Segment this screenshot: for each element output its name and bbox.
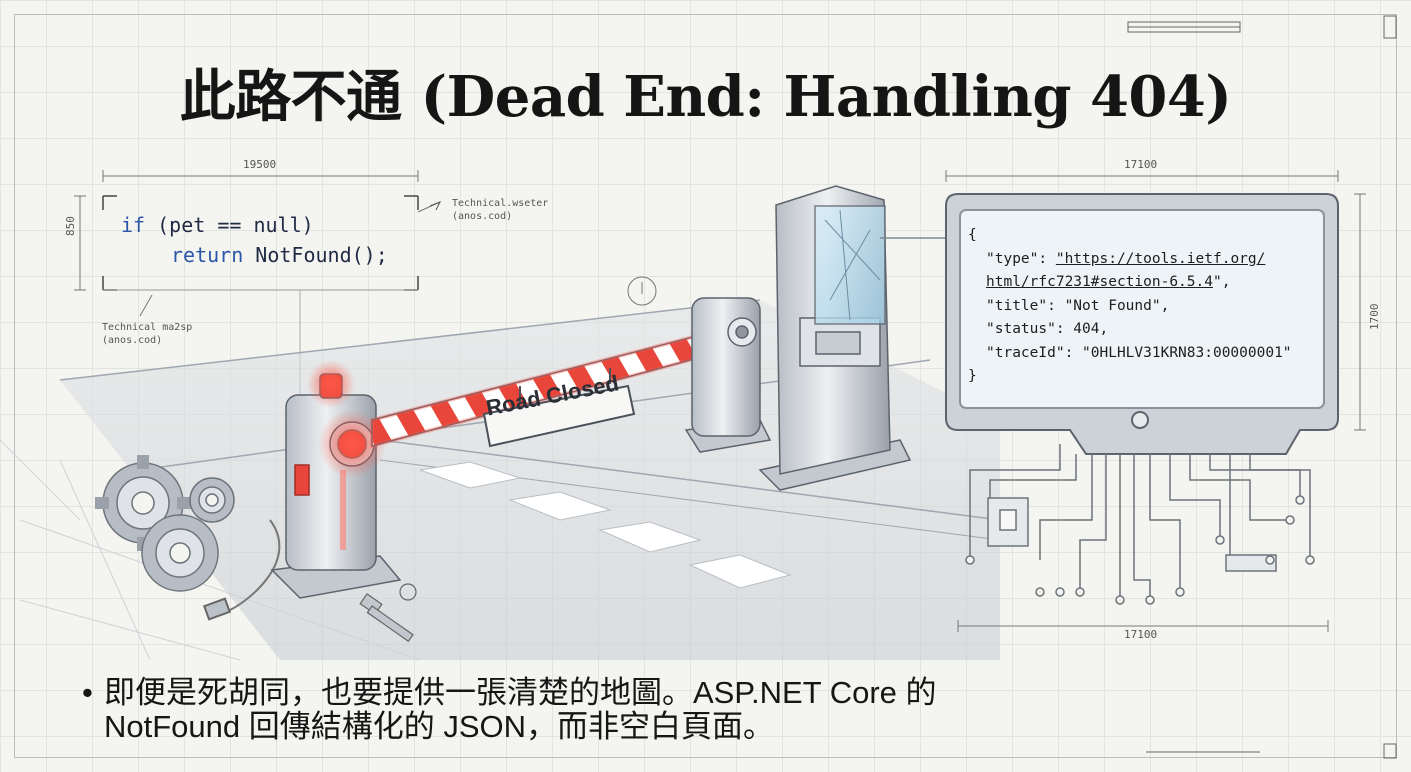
bullet-line-2: NotFound 回傳結構化的 JSON，而非空白頁面。 bbox=[104, 709, 775, 744]
code-keyword-if: if bbox=[121, 213, 146, 237]
json-response: { "type": "https://tools.ietf.org/ html/… bbox=[968, 224, 1323, 389]
json-status-line: "status": 404, bbox=[986, 321, 1109, 337]
technical-note-top: Technical.wseter (anos.cod) bbox=[452, 198, 549, 222]
clock-icon bbox=[627, 276, 657, 306]
json-type-end: ", bbox=[1212, 274, 1231, 290]
far-post bbox=[684, 297, 772, 453]
json-type-line: "type": "https://tools.ietf.org/ bbox=[968, 248, 1323, 272]
screen-height-label: 1700 bbox=[1368, 303, 1381, 331]
code-line-2: return NotFound(); bbox=[171, 240, 388, 270]
json-open: { bbox=[968, 227, 977, 243]
road-closed-sign bbox=[482, 368, 636, 448]
code-snippet: if (pet == null) return NotFound(); bbox=[103, 196, 418, 290]
code-condition: (pet == null) bbox=[145, 213, 314, 237]
bolt-icon bbox=[359, 583, 417, 643]
bullet-dot: • bbox=[82, 675, 93, 710]
code-keyword-return: return bbox=[171, 243, 244, 267]
cable bbox=[202, 519, 281, 621]
screen-width-label-bottom: 17100 bbox=[1124, 628, 1158, 641]
json-type-key: "type": bbox=[986, 250, 1056, 267]
json-title-line: "title": "Not Found", bbox=[986, 297, 1170, 314]
gear-icon bbox=[95, 455, 235, 592]
code-width-label: 19500 bbox=[243, 158, 277, 171]
screen-device bbox=[945, 193, 1339, 455]
technical-note-bottom: Technical ma2sp (anos.cod) bbox=[102, 322, 193, 346]
screen-width-label-top: 17100 bbox=[1124, 158, 1158, 171]
json-type-line-2: html/rfc7231#section-6.5.4", bbox=[968, 271, 1323, 295]
code-call: NotFound(); bbox=[243, 243, 388, 267]
screen-dimensions bbox=[945, 170, 1366, 632]
json-trace-line: "traceId": "0HLHLV31KRN83:00000001" bbox=[986, 344, 1292, 361]
json-close: } bbox=[968, 368, 977, 384]
code-height-label: 850 bbox=[64, 216, 77, 236]
info-kiosk bbox=[758, 185, 958, 491]
corner-ruler-top bbox=[1127, 15, 1397, 759]
json-type-url-1: "https://tools.ietf.org/ bbox=[1055, 250, 1266, 267]
json-type-url-2: html/rfc7231#section-6.5.4 bbox=[986, 274, 1213, 290]
code-line-1: if (pet == null) bbox=[121, 210, 314, 240]
page-title: 此路不通 (Dead End: Handling 404) bbox=[179, 64, 1232, 130]
code-dimensions bbox=[74, 170, 442, 420]
bullet-line-1: 即便是死胡同，也要提供一張清楚的地圖。ASP.NET Core 的 bbox=[104, 675, 937, 710]
barrier-post bbox=[270, 360, 402, 599]
circuit-traces bbox=[965, 444, 1315, 605]
blueprint-frame bbox=[14, 14, 1397, 758]
